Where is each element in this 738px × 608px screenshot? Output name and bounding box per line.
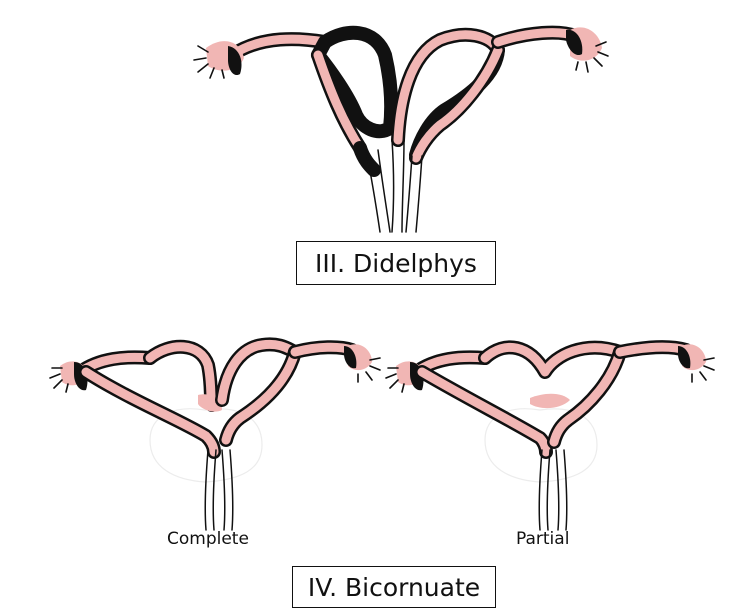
complete-cervix xyxy=(205,450,233,530)
bicornuate-caption: IV. Bicornuate xyxy=(292,566,496,608)
didelphys-right-uterus xyxy=(398,35,498,158)
complete-right-tube xyxy=(295,344,380,382)
partial-label: Partial xyxy=(516,529,569,549)
bicornuate-complete-illustration xyxy=(50,344,380,530)
didelphys-caption: III. Didelphys xyxy=(296,241,496,285)
partial-right-tube xyxy=(620,344,714,382)
didelphys-left-tube xyxy=(194,39,325,78)
partial-cervix xyxy=(539,450,567,530)
complete-right-horn xyxy=(222,344,295,440)
didelphys-left-uterus xyxy=(318,33,391,170)
complete-label: Complete xyxy=(167,529,249,549)
didelphys-right-tube xyxy=(498,27,608,72)
didelphys-illustration xyxy=(194,27,608,232)
bicornuate-partial-illustration xyxy=(386,344,714,530)
